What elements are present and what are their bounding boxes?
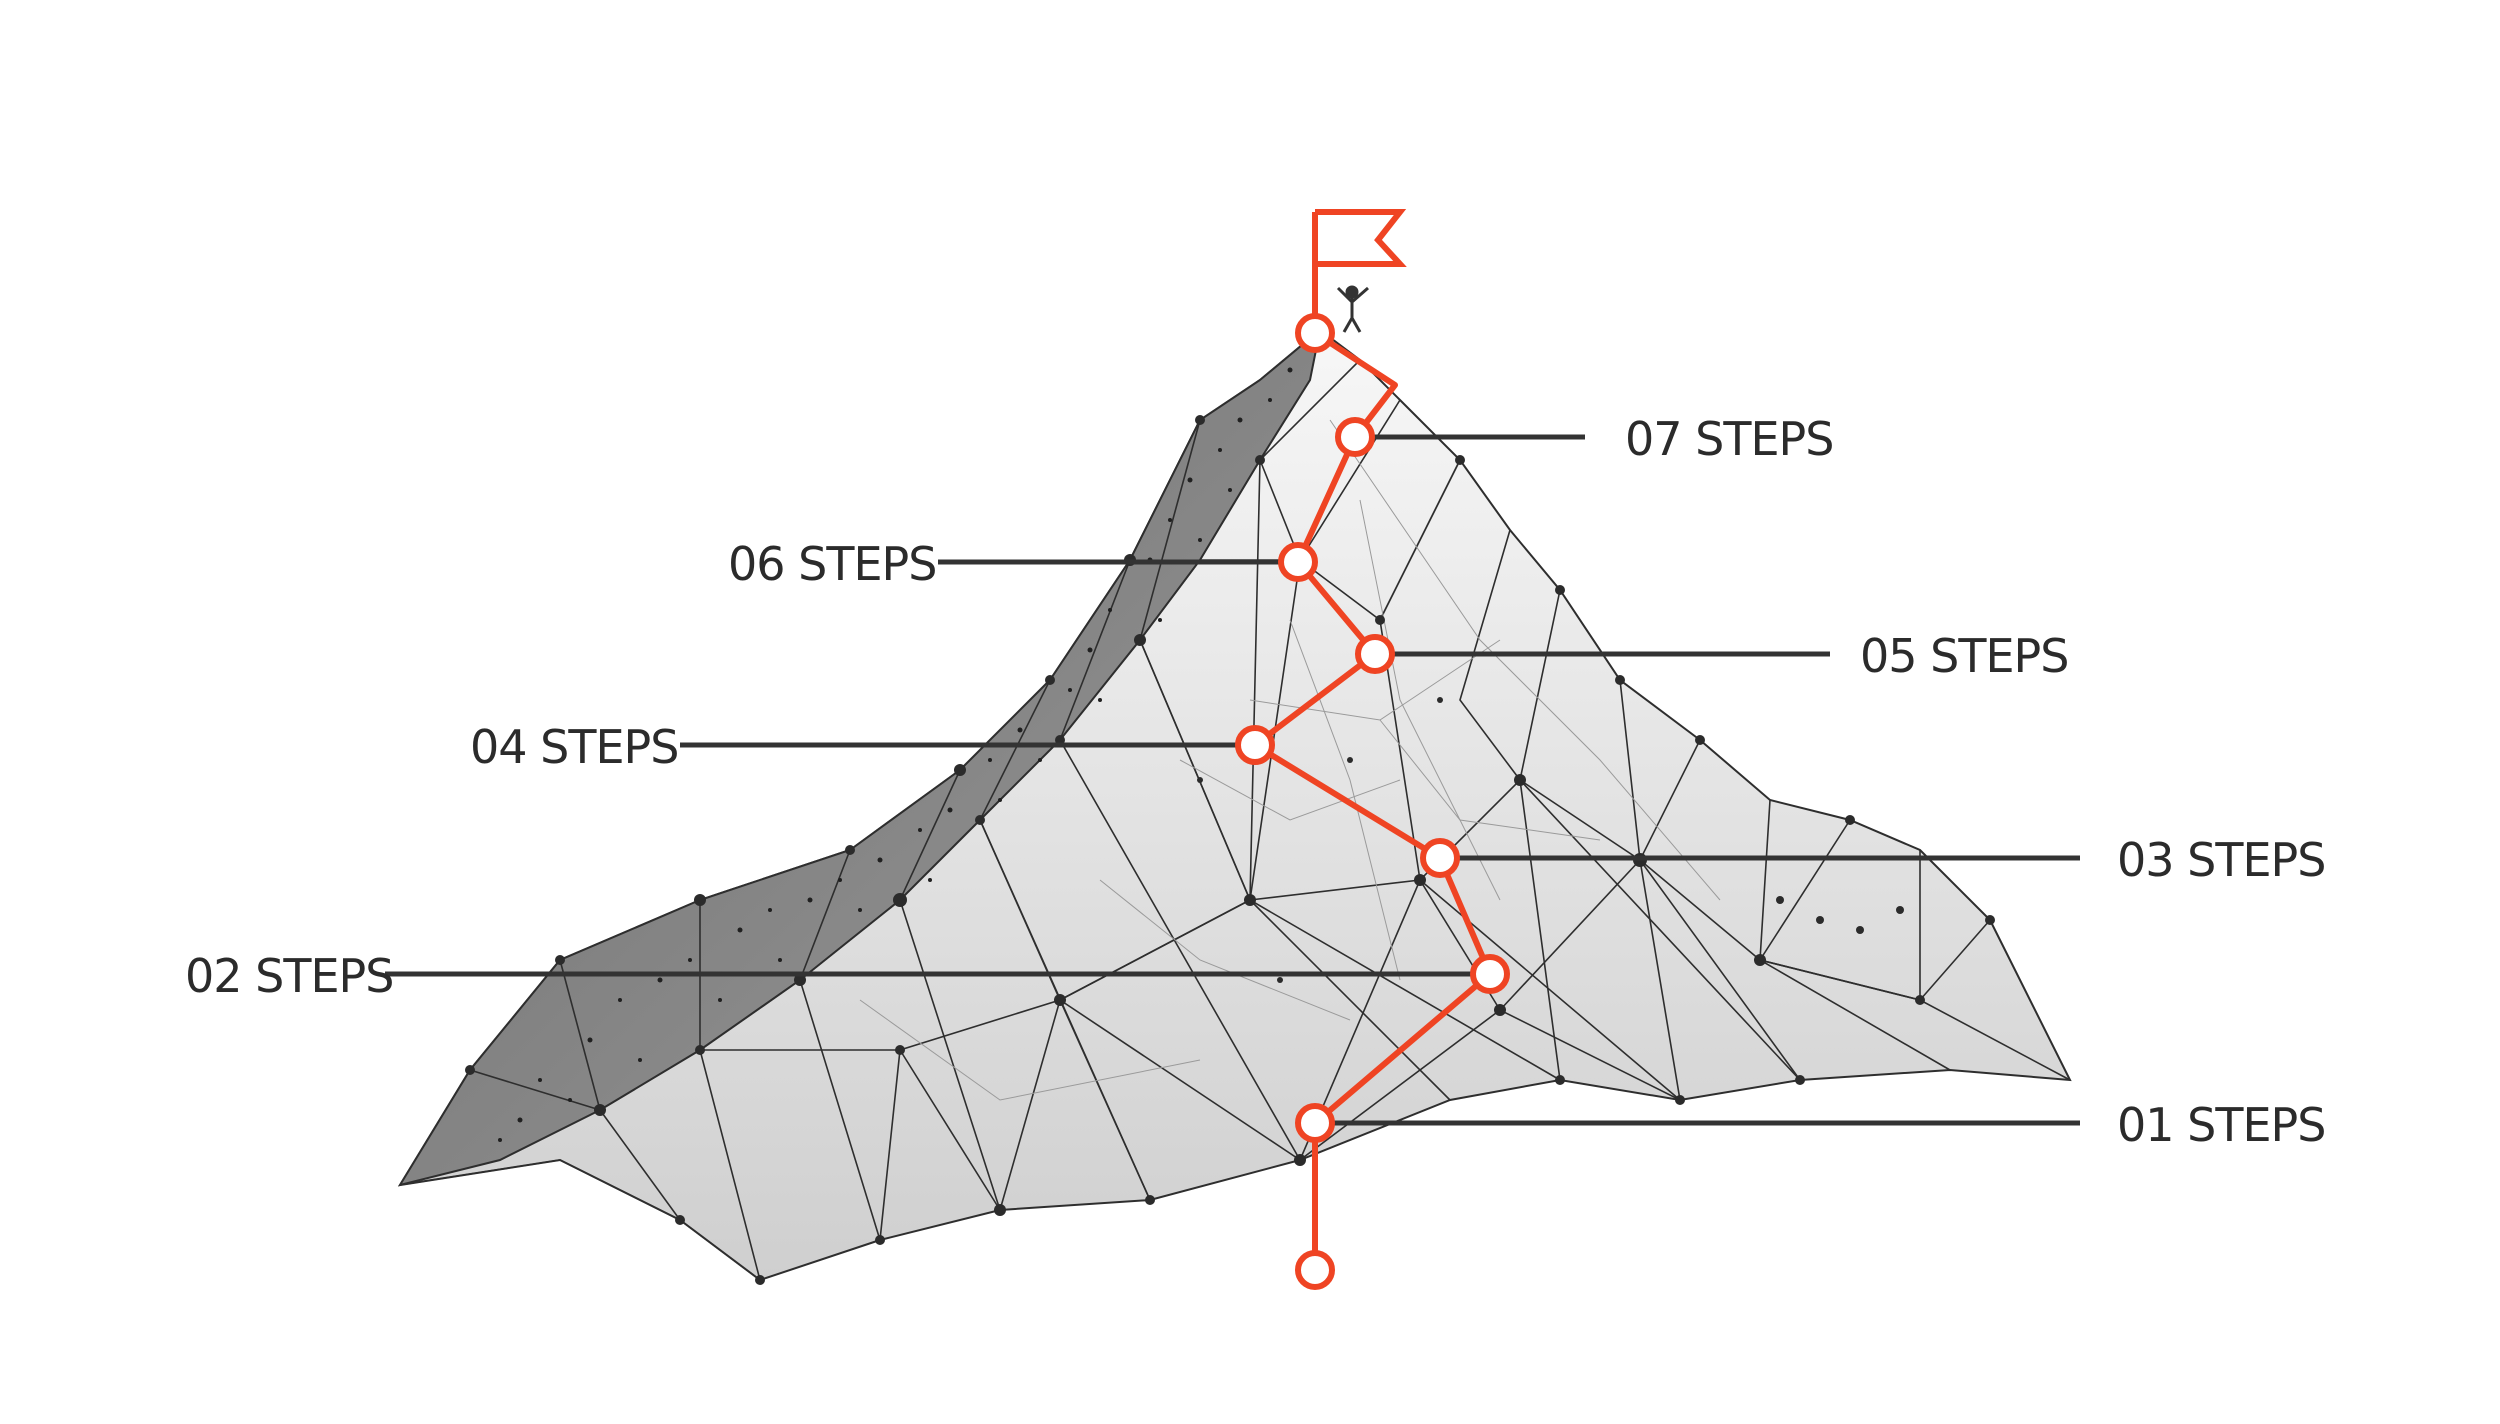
mesh-lines-faint: [859, 419, 1721, 1101]
step-label-5: 05 STEPS: [1860, 629, 2068, 683]
step-label-3: 03 STEPS: [2117, 833, 2325, 887]
step-label-2: 02 STEPS: [185, 949, 393, 1003]
leader-lines: [385, 434, 2080, 1126]
step-node-3: [1420, 838, 1460, 878]
low-poly-mountain: [397, 327, 2072, 1285]
step-node-7: [1335, 417, 1375, 457]
step-node-6: [1278, 542, 1318, 582]
step-label-7: 07 STEPS: [1625, 412, 1833, 466]
step-label-4: 04 STEPS: [470, 720, 678, 774]
flag-icon: [1312, 209, 1407, 318]
step-labels: 01 STEPS 02 STEPS 03 STEPS 04 STEPS 05 STEPS…: [185, 412, 2326, 1152]
step-node-5: [1355, 634, 1395, 674]
climbing-path: [1252, 330, 1493, 1270]
climber-icon: [1336, 285, 1369, 333]
route-line: [1252, 330, 1493, 1270]
step-label-1: 01 STEPS: [2117, 1098, 2325, 1152]
summit-node: [1295, 313, 1335, 353]
step-node-2: [1470, 954, 1510, 994]
step-label-6: 06 STEPS: [728, 537, 936, 591]
step-nodes: [1235, 313, 1510, 1290]
start-node: [1295, 1250, 1335, 1290]
step-node-4: [1235, 725, 1275, 765]
ridge-speckles: [498, 367, 1293, 1142]
step-node-1: [1295, 1103, 1335, 1143]
